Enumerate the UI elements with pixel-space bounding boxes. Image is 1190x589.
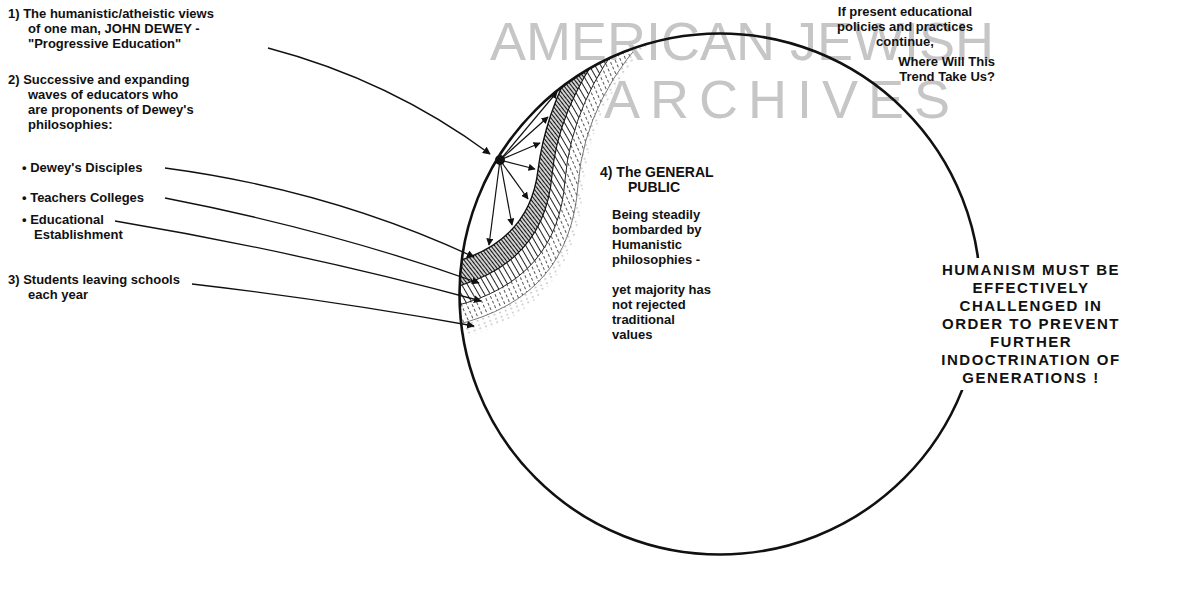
node-body: yet majority has not rejected traditiona… [612, 282, 715, 342]
annotation-text: 2) Successive and expanding waves of edu… [8, 72, 198, 132]
leader-arrow [192, 284, 474, 326]
list-item: • Educational Establishment [22, 212, 134, 242]
node-body: Being steadily bombarded by Humanistic p… [612, 207, 715, 267]
annotation-text: 1) The humanistic/atheistic views of one… [8, 6, 222, 51]
annotation-text: 3) Students leaving schools each year [8, 272, 198, 302]
circle-outline [458, 32, 982, 556]
list-item: • Teachers Colleges [22, 190, 172, 205]
warning-text: HUMANISM MUST BE EFFECTIVELY CHALLENGED … [925, 258, 1137, 390]
ray-arrow [500, 160, 512, 225]
question-text: Where Will This Trend Take Us? [870, 54, 995, 84]
leader-arrow [268, 48, 490, 154]
list-item: • Dewey's Disciples [22, 160, 172, 175]
leader-arrow [165, 198, 479, 283]
leader-arrow [115, 221, 481, 301]
public-circle: 4) The GENERAL PUBLIC Being steadily bomb… [458, 32, 982, 556]
leader-arrow [165, 168, 474, 257]
outline [460, 34, 981, 555]
wave-line [455, 45, 605, 287]
question-text: If present educational policies and prac… [820, 4, 990, 49]
ray-arrow [500, 92, 557, 160]
ray-arrow [500, 160, 535, 169]
node-heading: 4) The GENERAL PUBLIC [600, 165, 740, 195]
